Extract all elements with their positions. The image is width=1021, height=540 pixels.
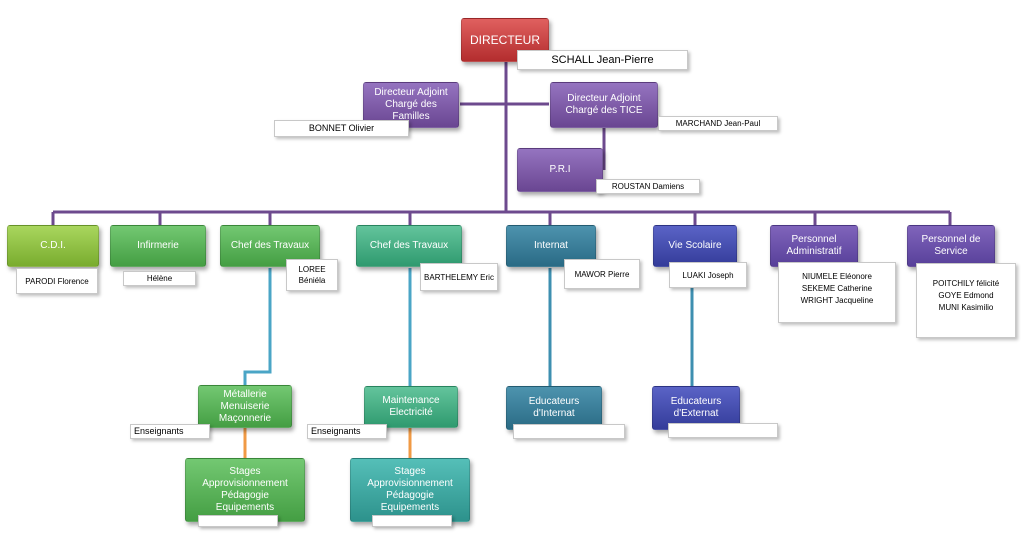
dept-personnel-service-box: Personnel de Service [907,225,995,267]
sub-metallerie-title: Métallerie Menuiserie Maçonnerie [218,388,272,424]
stages-unit-1-box: Stages Approvisionnement Pédagogie Equip… [185,458,305,522]
dept-internat-title: Internat [534,240,568,251]
chef1-to-metallerie [243,268,272,385]
pri-title: P.R.I [549,164,571,175]
dept-personnel-admin-name-2: SEKEME Catherine [801,284,873,293]
dept-personnel-admin-name-3: WRIGHT Jacqueline [800,296,874,305]
dept-cdi-box: C.D.I. [7,225,99,267]
dept-personnel-service-name-1: POITCHILY félicité [932,279,1000,288]
deputy-tice-box: Directeur Adjoint Chargé des TICE [550,82,658,128]
dept-cdi-name-label: PARODI Florence [16,268,98,294]
dept-infirmerie-name-label: Hélène [123,271,196,286]
dept-chef-travaux-2-box: Chef des Travaux [356,225,462,267]
deputy-families-name-label: BONNET Olivier [274,120,409,137]
sub-metallerie-label-box: Enseignants [130,424,210,439]
sub-maintenance-label-box: Enseignants [307,424,387,439]
dept-infirmerie-box: Infirmerie [110,225,206,267]
sub-educateurs-internat-title: Educateurs d'Internat [528,396,580,419]
dept-personnel-service-names-label: POITCHILY félicité GOYE Edmond MUNI Kasi… [916,263,1016,338]
stages-unit-1-title: Stages Approvisionnement Pédagogie Equip… [202,466,288,513]
deputy-families-name: BONNET Olivier [308,123,375,133]
dept-personnel-admin-names-label: NIUMELE Eléonore SEKEME Catherine WRIGHT… [778,262,896,323]
dept-cdi-title: C.D.I. [40,240,66,251]
dept-infirmerie-name: Hélène [146,274,173,283]
pri-name-label: ROUSTAN Damiens [596,179,700,194]
dept-personnel-service-name-2: GOYE Edmond [938,291,994,300]
sub-maintenance-box: Maintenance Electricité [364,386,458,428]
dept-chef-travaux-2-name: BARTHELEMY Eric [424,272,494,282]
sub-educateurs-externat-title: Educateurs d'Externat [670,396,722,419]
deputy-families-title: Directeur Adjoint Chargé des Familles [374,87,448,122]
dept-personnel-service-title: Personnel de Service [921,234,981,257]
stages-unit-2-label-box [372,515,452,527]
stages-unit-2-box: Stages Approvisionnement Pédagogie Equip… [350,458,470,522]
dept-cdi-name: PARODI Florence [25,276,89,286]
deputy-tice-title: Directeur Adjoint Chargé des TICE [565,93,643,116]
pri-box: P.R.I [517,148,603,192]
dept-personnel-admin-title: Personnel Administratif [786,234,842,257]
dept-internat-name-label: MAWOR Pierre [564,259,640,289]
dept-chef-travaux-1-name-label: LOREE Béniéla [286,259,338,291]
stages-unit-1-label-box [198,515,278,527]
sub-metallerie-label: Enseignants [134,426,184,436]
dept-personnel-service-name-3: MUNI Kasimilio [938,303,994,312]
sub-maintenance-label: Enseignants [311,426,361,436]
dept-personnel-admin-box: Personnel Administratif [770,225,858,267]
deputy-tice-name-label: MARCHAND Jean-Paul [658,116,778,131]
deputy-tice-name: MARCHAND Jean-Paul [675,119,761,128]
dept-chef-travaux-1-name: LOREE Béniéla [298,265,326,285]
dept-chef-travaux-2-name-label: BARTHELEMY Eric [420,263,498,291]
dept-vie-scolaire-box: Vie Scolaire [653,225,737,267]
stages-unit-2-title: Stages Approvisionnement Pédagogie Equip… [367,466,453,513]
sub-educateurs-externat-box: Educateurs d'Externat [652,386,740,430]
dept-chef-travaux-1-title: Chef des Travaux [230,240,310,251]
sub-metallerie-box: Métallerie Menuiserie Maçonnerie [198,385,292,428]
dept-infirmerie-title: Infirmerie [137,240,179,251]
dept-personnel-admin-name-1: NIUMELE Eléonore [802,272,872,281]
dept-internat-name: MAWOR Pierre [574,269,630,279]
sub-educateurs-internat-label-box [513,424,625,439]
dept-vie-scolaire-name-label: LUAKI Joseph [669,262,747,288]
dept-vie-scolaire-title: Vie Scolaire [668,240,722,251]
director-name: SCHALL Jean-Pierre [551,53,654,66]
sub-educateurs-externat-label-box [668,423,778,438]
dept-chef-travaux-2-title: Chef des Travaux [369,240,449,251]
director-title: DIRECTEUR [469,33,540,47]
dept-vie-scolaire-name: LUAKI Joseph [682,270,734,280]
deputy-families-box: Directeur Adjoint Chargé des Familles [363,82,459,128]
director-name-label: SCHALL Jean-Pierre [517,50,688,70]
pri-name: ROUSTAN Damiens [611,182,685,191]
sub-maintenance-title: Maintenance Electricité [382,395,440,418]
